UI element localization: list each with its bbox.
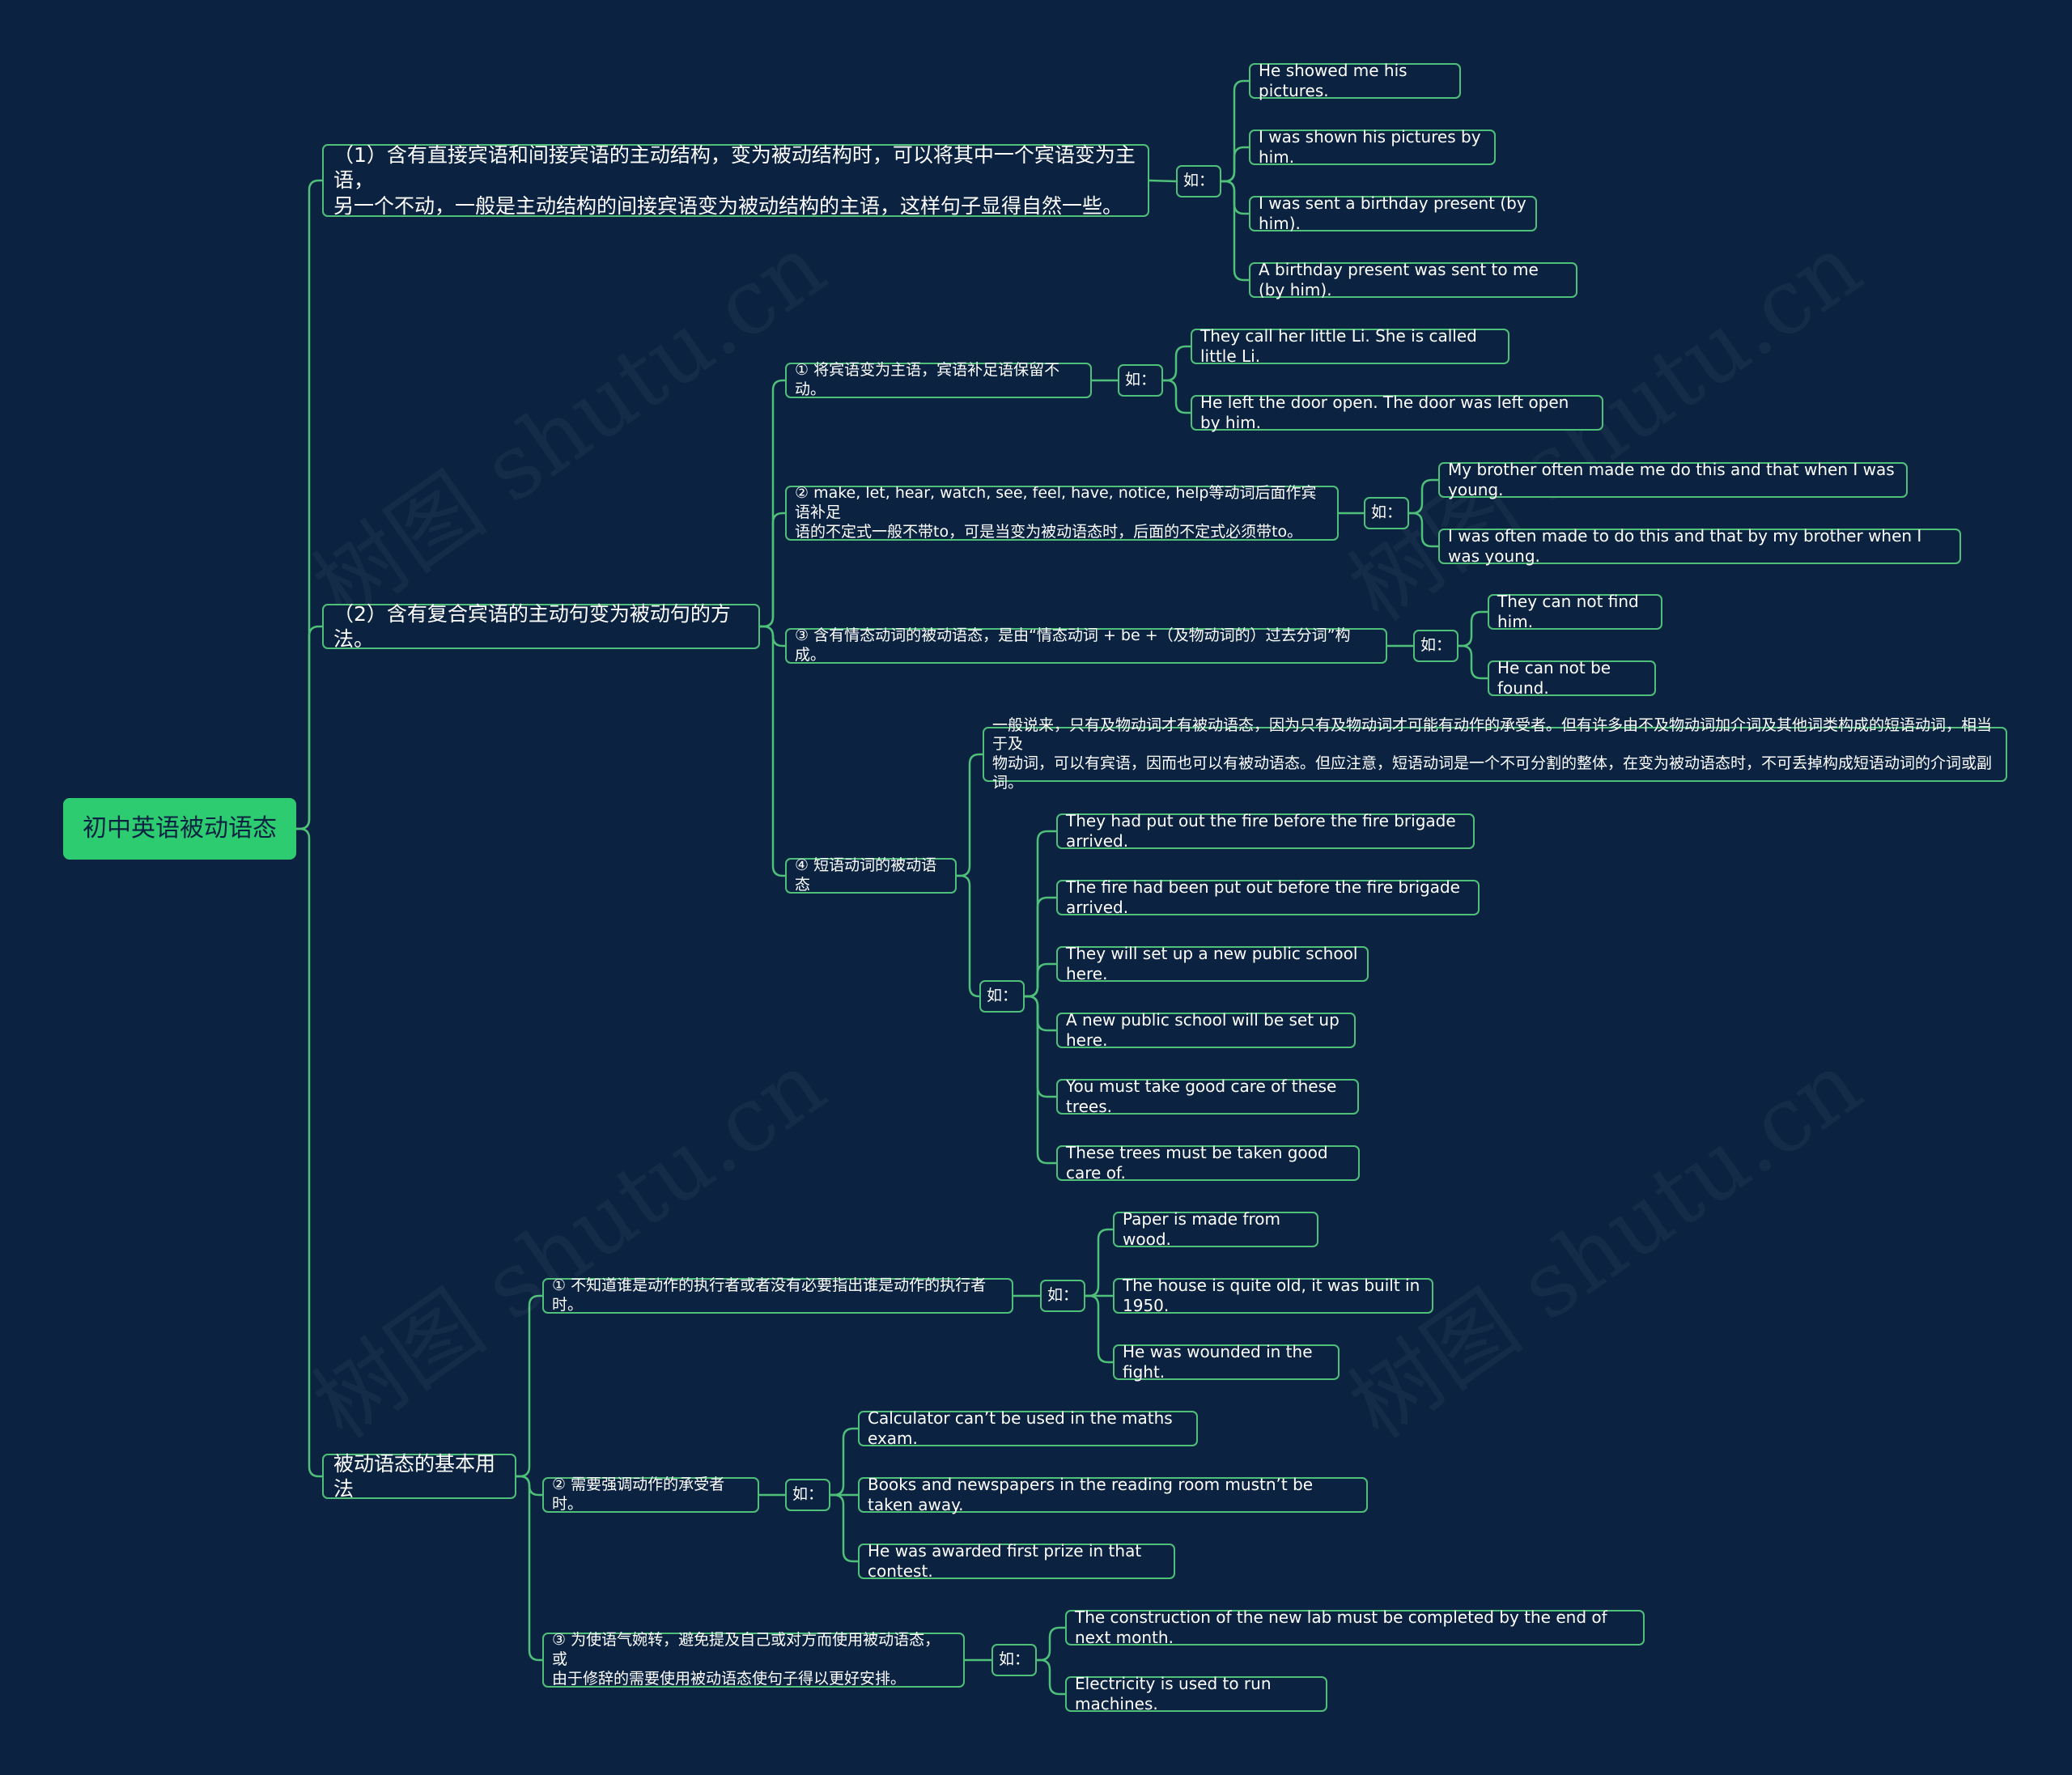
connector-line	[1025, 995, 1056, 1098]
connector-line	[296, 625, 322, 830]
example-sentence[interactable]: A birthday present was sent to me (by hi…	[1249, 260, 1577, 299]
connector-line	[1025, 962, 1056, 998]
connector-line	[1458, 610, 1488, 648]
example-label[interactable]: 如：	[1176, 165, 1221, 197]
usage-emphasize-receiver[interactable]: ② 需要强调动作的承受者时。	[542, 1476, 759, 1513]
connector-line	[1085, 1294, 1113, 1364]
connector-line	[296, 827, 322, 1478]
rule-phrasal-verb[interactable]: ④ 短语动词的被动语态	[785, 856, 957, 894]
connector-line	[516, 1475, 542, 1662]
example-sentence[interactable]: I was often made to do this and that by …	[1438, 526, 1961, 566]
example-sentence[interactable]: He was awarded first prize in that conte…	[858, 1541, 1175, 1581]
example-label[interactable]: 如：	[1118, 364, 1163, 397]
example-sentence[interactable]: My brother often made me do this and tha…	[1438, 460, 1908, 499]
connector-line	[1037, 1658, 1065, 1696]
example-sentence[interactable]: He can not be found.	[1488, 658, 1656, 698]
connector-line	[1025, 995, 1056, 1032]
connector-line	[1037, 1626, 1065, 1662]
rule-infinitive-to[interactable]: ② make, let, hear, watch, see, feel, hav…	[785, 484, 1339, 541]
example-sentence[interactable]: The fire had been put out before the fir…	[1056, 877, 1480, 917]
example-sentence[interactable]: They can not find him.	[1488, 592, 1662, 631]
example-sentence[interactable]: Paper is made from wood.	[1113, 1209, 1318, 1249]
phrasal-verb-note[interactable]: 一般说来，只有及物动词才有被动语态，因为只有及物动词才可能有动作的承受者。但有许…	[983, 716, 2007, 792]
example-label[interactable]: 如：	[991, 1644, 1037, 1676]
connector-line	[1409, 512, 1438, 548]
example-label[interactable]: 如：	[785, 1479, 830, 1511]
connector-line	[1149, 179, 1177, 183]
connector-line	[830, 1493, 858, 1563]
example-sentence[interactable]: I was sent a birthday present (by him).	[1249, 193, 1537, 233]
example-sentence[interactable]: He left the door open. The door was left…	[1191, 393, 1603, 432]
connector-line	[1025, 830, 1056, 998]
example-sentence[interactable]: You must take good care of these trees.	[1056, 1076, 1359, 1116]
example-sentence[interactable]: They had put out the fire before the fir…	[1056, 811, 1475, 851]
connector-line	[830, 1427, 858, 1497]
example-label[interactable]: 如：	[1040, 1280, 1085, 1312]
example-sentence[interactable]: The house is quite old, it was built in …	[1113, 1276, 1433, 1315]
connector-line	[516, 1294, 542, 1478]
example-label[interactable]: 如：	[1413, 630, 1458, 662]
connector-line	[1163, 345, 1191, 382]
example-sentence[interactable]: The construction of the new lab must be …	[1065, 1607, 1645, 1647]
example-sentence[interactable]: He showed me his pictures.	[1249, 61, 1461, 100]
branch-double-object[interactable]: （1）含有直接宾语和间接宾语的主动结构，变为被动结构时，可以将其中一个宾语变为主…	[322, 143, 1149, 218]
rule-modal-verb[interactable]: ③ 含有情态动词的被动语态，是由“情态动词 + be +（及物动词的）过去分词”…	[785, 626, 1387, 664]
connector-line	[1221, 180, 1249, 282]
example-sentence[interactable]: I was shown his pictures by him.	[1249, 127, 1496, 167]
example-sentence[interactable]: These trees must be taken good care of.	[1056, 1143, 1360, 1183]
connector-line	[760, 512, 785, 628]
connector-line	[760, 625, 785, 877]
connector-line	[1458, 644, 1488, 680]
connector-line	[1025, 995, 1056, 1165]
example-sentence[interactable]: They call her little Li. She is called l…	[1191, 326, 1509, 366]
connector-line	[957, 753, 983, 877]
connector-line	[1025, 896, 1056, 998]
example-sentence[interactable]: Calculator can’t be used in the maths ex…	[858, 1408, 1198, 1448]
example-sentence[interactable]: A new public school will be set up here.	[1056, 1010, 1356, 1050]
usage-polite-tone[interactable]: ③ 为使语气婉转，避免提及自己或对方而使用被动语态，或 由于修辞的需要使用被动语…	[542, 1631, 965, 1688]
connector-line	[1409, 478, 1438, 515]
root-topic[interactable]: 初中英语被动语态	[63, 798, 296, 860]
usage-unknown-agent[interactable]: ① 不知道谁是动作的执行者或者没有必要指出谁是动作的执行者时。	[542, 1276, 1013, 1314]
rule-object-to-subject[interactable]: ① 将宾语变为主语，宾语补足语保留不动。	[785, 361, 1092, 398]
connector-line	[1221, 146, 1249, 183]
connector-line	[957, 874, 980, 998]
connector-line	[1085, 1228, 1113, 1297]
example-label[interactable]: 如：	[979, 980, 1025, 1013]
example-sentence[interactable]: Electricity is used to run machines.	[1065, 1674, 1327, 1713]
example-label[interactable]: 如：	[1364, 497, 1409, 529]
branch-basic-usage[interactable]: 被动语态的基本用法	[322, 1452, 516, 1501]
branch-complex-object[interactable]: （2）含有复合宾语的主动句变为被动句的方法。	[322, 602, 760, 651]
example-sentence[interactable]: He was wounded in the fight.	[1113, 1342, 1340, 1382]
connector-line	[1163, 379, 1191, 414]
example-sentence[interactable]: They will set up a new public school her…	[1056, 944, 1369, 983]
example-sentence[interactable]: Books and newspapers in the reading room…	[858, 1475, 1368, 1514]
